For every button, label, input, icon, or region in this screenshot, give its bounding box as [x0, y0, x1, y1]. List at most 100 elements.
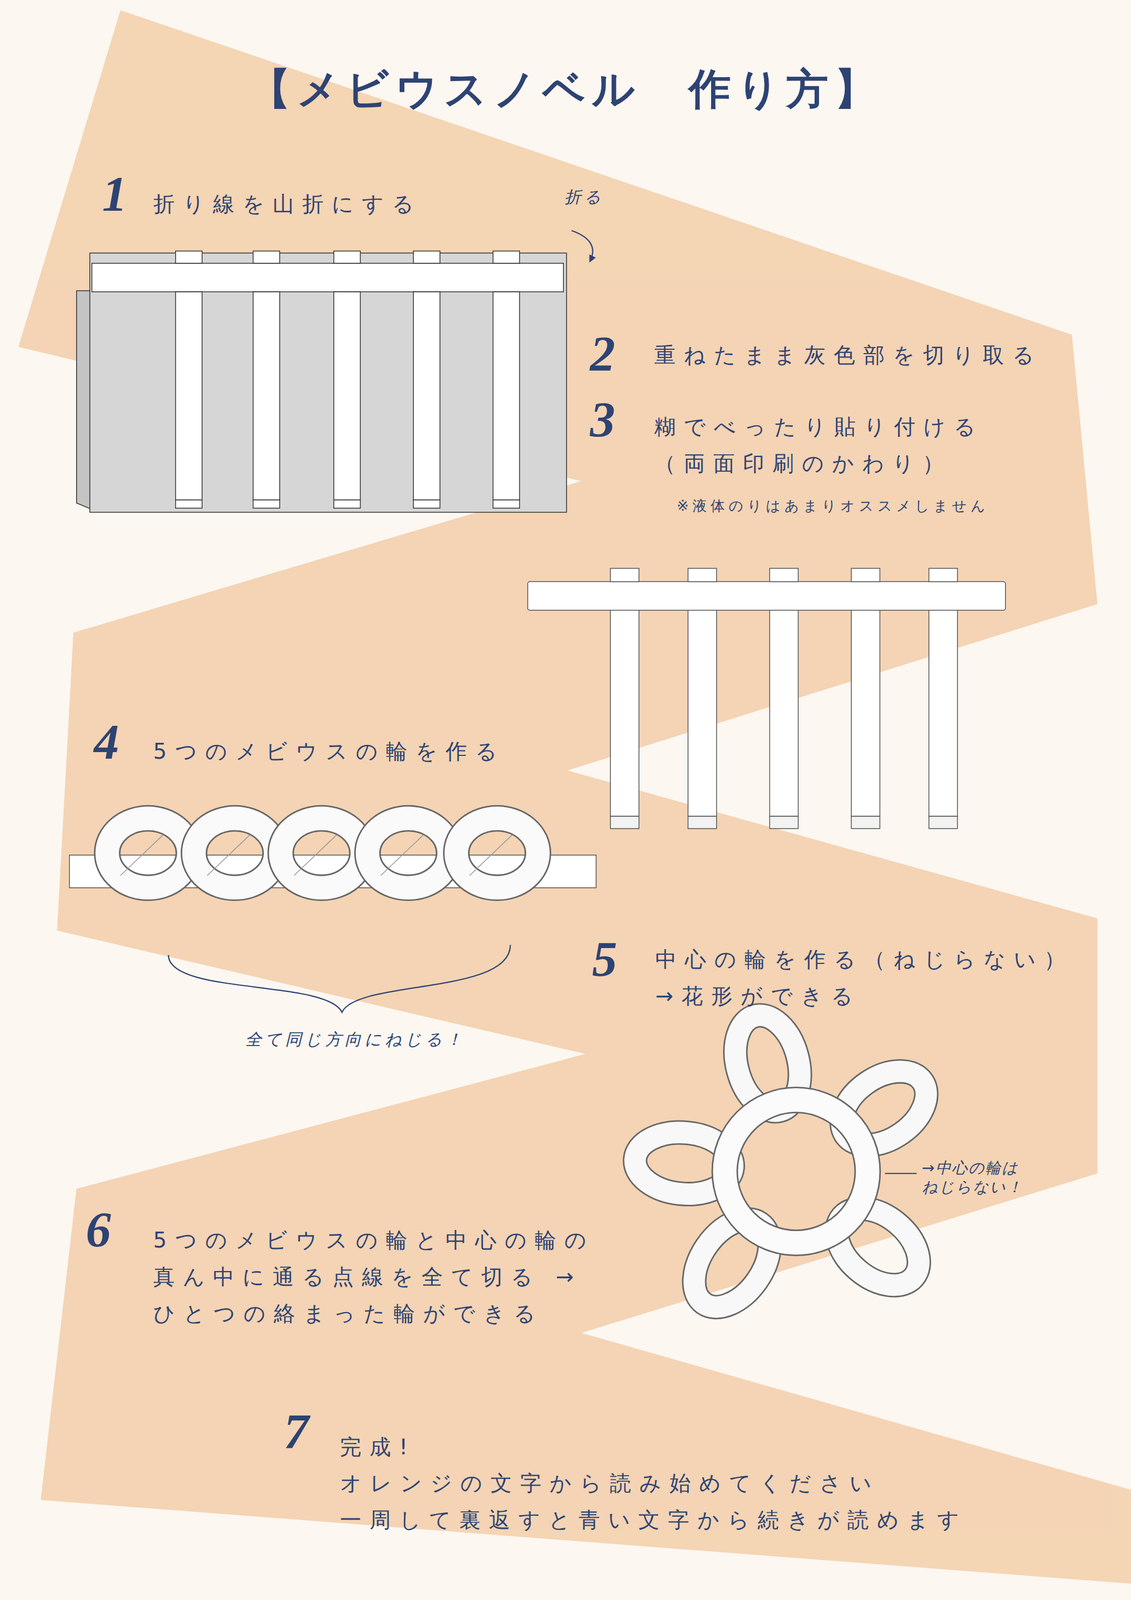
- tab: [175, 251, 203, 264]
- loop-band: [367, 818, 449, 888]
- tab: [769, 816, 799, 829]
- tab: [413, 499, 440, 509]
- instruction-text: 折り線を山折にする: [153, 185, 423, 223]
- loop-edge: [280, 818, 363, 888]
- comb-strip: [851, 610, 880, 817]
- comb-strip: [769, 610, 799, 817]
- handwritten-note: →中心の輪は ねじらない！: [921, 1158, 1059, 1197]
- loop: [107, 818, 539, 888]
- tab: [493, 251, 520, 264]
- tab: [610, 816, 639, 829]
- cut-comb: [527, 568, 1006, 829]
- tab: [493, 499, 520, 509]
- tab: [928, 816, 958, 829]
- step-number: 5: [591, 933, 617, 985]
- label-slot: 3: [590, 394, 616, 445]
- instruction-text: オレンジの文字から読み始めてください 一周して裏返すと青い文字から続きが読めます: [339, 1464, 1025, 1539]
- mobius-loops: [69, 818, 597, 888]
- tab: [688, 568, 717, 582]
- bracket: [168, 944, 511, 1013]
- label-slot: 6: [85, 1204, 112, 1255]
- twist: [293, 834, 337, 876]
- instruction-text: 糊でべったり貼り付ける （両面印刷のかわり）: [654, 408, 1038, 482]
- strip: [175, 291, 203, 500]
- label-slot: 7: [283, 1406, 309, 1457]
- step-number: 3: [590, 394, 616, 445]
- title: 【メビウスノベル 作り方】: [0, 63, 1131, 115]
- title-slot: 【メビウスノベル 作り方】: [0, 63, 1131, 115]
- label-slot: 1: [101, 168, 128, 219]
- step-number: 4: [94, 716, 120, 767]
- zigzag-bands: [18, 10, 1131, 1585]
- tab: [333, 251, 361, 264]
- step-number: 2: [590, 328, 616, 379]
- tab: [333, 499, 361, 509]
- band: [41, 1189, 1131, 1584]
- loop-edge: [367, 818, 449, 888]
- center-ring-band: [724, 1100, 868, 1244]
- twist: [120, 834, 164, 876]
- flower-ring: [632, 1008, 940, 1322]
- instruction-text: 重ねたまま灰色部を切り取る: [654, 336, 1043, 374]
- label-slot: 完成!: [339, 1428, 417, 1466]
- fold-arrow: [571, 230, 593, 262]
- center-ring-edge: [724, 1100, 868, 1244]
- white-strips: [175, 251, 520, 509]
- petal-band: [822, 1193, 934, 1301]
- white-bar: [91, 263, 564, 292]
- label-slot: ※液体のりはあまりオススメしません: [676, 497, 990, 516]
- handwritten-note: 折る: [564, 186, 605, 208]
- strip: [493, 291, 520, 500]
- label-slot: 全て同じ方向にねじる！: [245, 1029, 466, 1050]
- twist-lines: [120, 834, 513, 876]
- loop-band: [280, 818, 363, 888]
- instruction-text: 中心の輪を作る（ねじらない） →花形ができる: [655, 941, 1105, 1015]
- tab: [610, 568, 639, 582]
- label-slot: 重ねたまま灰色部を切り取る: [654, 336, 1043, 374]
- note: ※液体のりはあまりオススメしません: [676, 497, 990, 516]
- comb-strip: [928, 610, 958, 817]
- label-slot: →中心の輪は ねじらない！: [921, 1158, 1059, 1197]
- strip: [333, 291, 361, 500]
- folded-sheet: [76, 251, 567, 513]
- petal-edge: [822, 1193, 934, 1301]
- comb-strip: [688, 610, 717, 817]
- tab: [851, 816, 880, 829]
- twist: [381, 834, 424, 876]
- twist: [469, 834, 513, 876]
- comb-bar: [527, 581, 1006, 611]
- tab: [413, 251, 440, 264]
- loop-band: [193, 818, 276, 888]
- label-slot: 5つのメビウスの輪と中心の輪の 真ん中に通る点線を全て切る →ひとつの絡まった輪…: [153, 1221, 625, 1332]
- label-slot: 折る: [564, 186, 605, 208]
- label-slot: 5つのメビウスの輪を作る: [153, 733, 506, 770]
- step-number: 1: [101, 168, 128, 219]
- tab: [769, 568, 799, 582]
- comb-strip: [610, 610, 639, 817]
- step-number: 7: [283, 1406, 309, 1457]
- instruction-text: 5つのメビウスの輪を作る: [153, 733, 506, 770]
- twist: [207, 834, 251, 876]
- tab: [688, 816, 717, 829]
- label-slot: 5: [591, 933, 617, 985]
- label-slot: 折り線を山折にする: [153, 185, 423, 223]
- leader-line: [885, 1173, 917, 1175]
- instruction-text: 5つのメビウスの輪と中心の輪の 真ん中に通る点線を全て切る →ひとつの絡まった輪…: [153, 1221, 625, 1332]
- strip: [252, 291, 280, 500]
- loop-band: [456, 818, 538, 888]
- label-slot: 中心の輪を作る（ねじらない） →花形ができる: [655, 941, 1105, 1015]
- label-slot: 2: [590, 328, 616, 379]
- label-slot: 糊でべったり貼り付ける （両面印刷のかわり）: [654, 408, 1038, 482]
- label-slot: オレンジの文字から読み始めてください 一周して裏返すと青い文字から続きが読めます: [339, 1464, 1025, 1539]
- tab: [252, 251, 280, 264]
- loop-edge: [456, 818, 538, 888]
- label-slot: 4: [94, 716, 120, 767]
- strip: [413, 291, 440, 500]
- loop-edge: [107, 818, 189, 888]
- loop-edge: [193, 818, 276, 888]
- tab: [175, 499, 203, 509]
- tab: [928, 568, 958, 582]
